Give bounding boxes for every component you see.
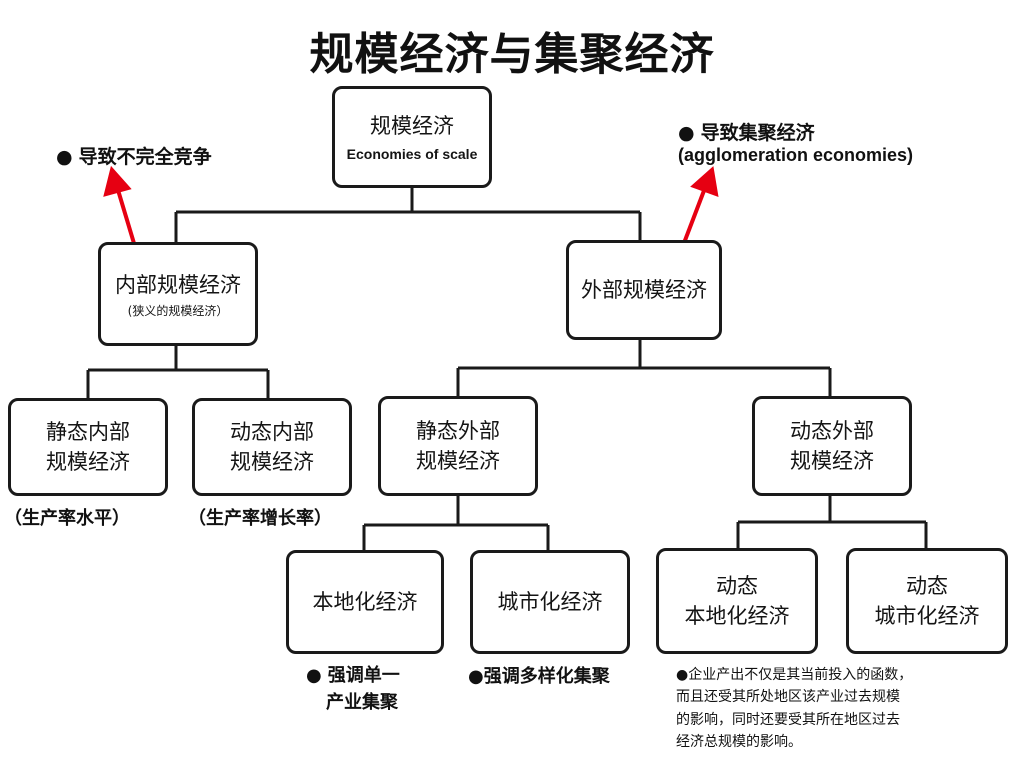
note-line: 经济总规模的影响。	[676, 734, 802, 751]
note-dynamic-description: ●企业产出不仅是其当前投入的函数， 而且还受其所处地区该产业过去规模 的影响，同…	[676, 664, 1016, 754]
bullet-icon: ●	[678, 122, 695, 144]
note-text-en: (agglomeration economies)	[678, 145, 914, 165]
box-line1: 动态	[716, 573, 758, 598]
box-dynamic-internal: 动态内部 规模经济	[192, 398, 352, 496]
box-urbanization-economies: 城市化经济	[470, 550, 630, 654]
note-productivity-level: （生产率水平）	[4, 504, 130, 530]
note-imperfect-competition: ●导致不完全竞争	[56, 142, 212, 169]
note-diversified: ●强调多样化集聚	[468, 662, 610, 688]
note-text: （生产率增长率）	[188, 508, 332, 529]
connector-static-external	[362, 496, 550, 550]
box-line1: 动态外部	[790, 418, 874, 443]
connector-external	[456, 340, 832, 396]
box-line2: 本地化经济	[684, 604, 790, 628]
box-sublabel-en: Economies of scale	[346, 145, 478, 162]
box-label: 外部规模经济	[581, 277, 707, 302]
connector-dynamic-external	[736, 496, 928, 548]
box-line1: 动态内部	[230, 419, 314, 444]
note-line: 而且还受其所处地区该产业过去规模	[676, 689, 900, 706]
box-label: 内部规模经济	[115, 272, 241, 297]
box-economies-of-scale: 规模经济 Economies of scale	[332, 86, 492, 188]
box-label: 城市化经济	[497, 589, 603, 614]
box-line1: 静态内部	[46, 419, 130, 444]
box-line2: 规模经济	[46, 450, 130, 474]
box-label: 本地化经济	[312, 589, 418, 614]
connector-internal	[86, 346, 270, 398]
note-single-industry: ●强调单一 产业集聚	[306, 662, 400, 716]
box-line2: 规模经济	[790, 449, 874, 473]
note-line2: 产业集聚	[326, 692, 398, 713]
box-line1: 静态外部	[416, 418, 500, 443]
box-external-scale: 外部规模经济	[566, 240, 722, 340]
arrow-internal-head	[103, 165, 132, 197]
note-text: （生产率水平）	[4, 508, 130, 529]
bullet-icon: ●	[56, 146, 73, 168]
box-dynamic-urbanization: 动态 城市化经济	[846, 548, 1008, 654]
box-internal-scale: 内部规模经济 (狭义的规模经济）	[98, 242, 258, 346]
box-label: 规模经济	[370, 114, 454, 139]
note-productivity-growth: （生产率增长率）	[188, 504, 332, 530]
box-line2: 规模经济	[230, 450, 314, 474]
note-text: 导致集聚经济	[700, 122, 815, 144]
box-dynamic-localization: 动态 本地化经济	[656, 548, 818, 654]
note-line: ●企业产出不仅是其当前投入的函数，	[676, 667, 913, 683]
arrow-external-head	[690, 166, 719, 198]
box-static-internal: 静态内部 规模经济	[8, 398, 168, 496]
connector-root	[174, 188, 642, 242]
box-line2: 城市化经济	[874, 604, 980, 628]
box-line2: 规模经济	[416, 449, 500, 473]
note-line: 的影响，同时还要受其所在地区过去	[676, 711, 900, 728]
box-dynamic-external: 动态外部 规模经济	[752, 396, 912, 496]
box-line1: 动态	[906, 573, 948, 598]
note-line1: ●强调单一	[306, 665, 400, 686]
note-agglomeration: ●导致集聚经济 (agglomeration economies)	[678, 118, 913, 166]
note-text: ●强调多样化集聚	[468, 666, 610, 687]
page-title: 规模经济与集聚经济	[309, 29, 715, 80]
bullet-icon: ●	[306, 665, 322, 686]
note-text: 导致不完全竞争	[78, 146, 212, 168]
box-sublabel: (狭义的规模经济）	[127, 304, 229, 319]
box-static-external: 静态外部 规模经济	[378, 396, 538, 496]
box-localization-economies: 本地化经济	[286, 550, 444, 654]
